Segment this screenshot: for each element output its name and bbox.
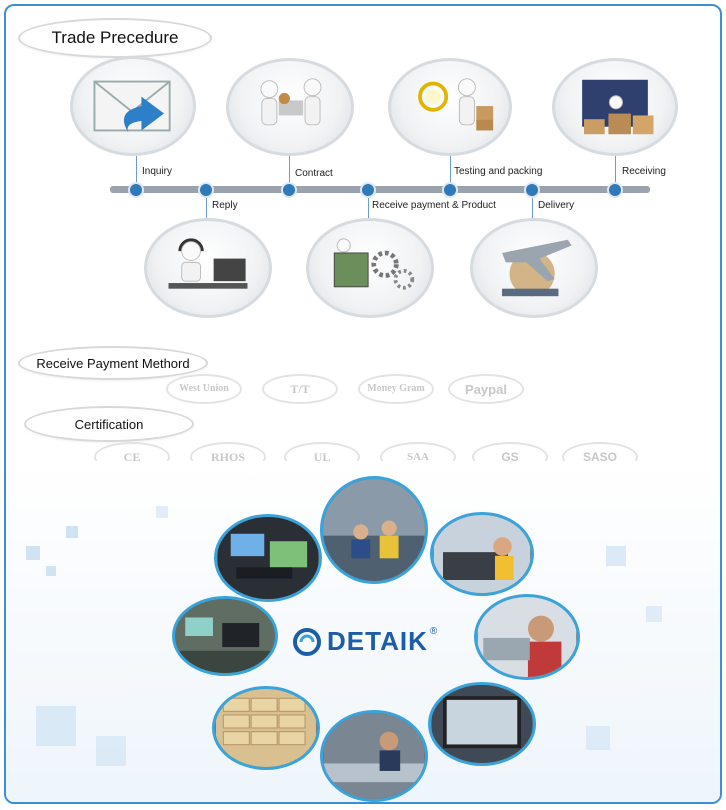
mail-icon (70, 56, 196, 156)
step-label-delivery: Delivery (538, 200, 575, 211)
warehouse-icon (552, 58, 678, 156)
stem-delivery (532, 194, 533, 220)
timeline-bar (110, 186, 650, 193)
payment-western-union: West Union (166, 374, 242, 404)
stem-testing (450, 156, 451, 184)
step-label-testing: Testing and packing (454, 166, 543, 177)
scale-icon (388, 58, 512, 156)
trade-procedure-title: Trade Precedure (18, 18, 212, 58)
decor-pixel (46, 566, 56, 576)
brand-name: DETAIK (327, 626, 428, 656)
timeline-node-inquiry (128, 182, 144, 198)
step-label-reply: Reply (212, 200, 238, 211)
factory-photo-monitors (214, 514, 322, 602)
factory-photo-conveyor (320, 710, 428, 802)
decor-pixel (606, 546, 626, 566)
timeline-node-delivery (524, 182, 540, 198)
factory-photo-assembly (430, 512, 534, 596)
stem-receiving (615, 156, 616, 184)
support-icon (144, 218, 272, 318)
decor-pixel (586, 726, 610, 750)
decor-pixel (26, 546, 40, 560)
factory-photo-panel (428, 682, 536, 766)
decor-pixel (646, 606, 662, 622)
step-label-inquiry: Inquiry (142, 166, 173, 177)
page-frame: Trade Precedure Inquiry Contract Testing… (4, 4, 722, 804)
detaik-logo-mark-icon (293, 627, 321, 656)
money-gears-icon (306, 218, 434, 318)
decor-pixel (36, 706, 76, 746)
payment-moneygram: Money Gram (358, 374, 434, 404)
timeline-node-contract (281, 182, 297, 198)
timeline-node-testing (442, 182, 458, 198)
payment-methods-title: Receive Payment Methord (18, 346, 208, 380)
stem-reply (206, 194, 207, 220)
airplane-globe-icon (470, 218, 598, 318)
timeline-node-reply (198, 182, 214, 198)
payment-tt: T/T (262, 374, 338, 404)
step-label-contract: Contract (295, 168, 333, 179)
brand-registered-mark: ® (429, 626, 438, 637)
timeline-node-payment (360, 182, 376, 198)
certification-title: Certification (24, 406, 194, 442)
factory-photo-test-line (172, 596, 278, 676)
step-label-receiving: Receiving (622, 166, 666, 177)
decor-pixel (156, 506, 168, 518)
stem-contract (289, 156, 290, 184)
payment-paypal: Paypal (448, 374, 524, 404)
timeline-node-receiving (607, 182, 623, 198)
stem-payment (368, 194, 369, 220)
step-label-payment: Receive payment & Product (372, 200, 496, 211)
decor-pixel (66, 526, 78, 538)
factory-photo-workers (320, 476, 428, 584)
factory-photo-boxes (212, 686, 320, 770)
decor-pixel (96, 736, 126, 766)
factory-photo-worker-closeup (474, 594, 580, 680)
detaik-logo: DETAIK ® (293, 626, 437, 657)
handshake-icon (226, 58, 354, 156)
stem-inquiry (136, 156, 137, 184)
